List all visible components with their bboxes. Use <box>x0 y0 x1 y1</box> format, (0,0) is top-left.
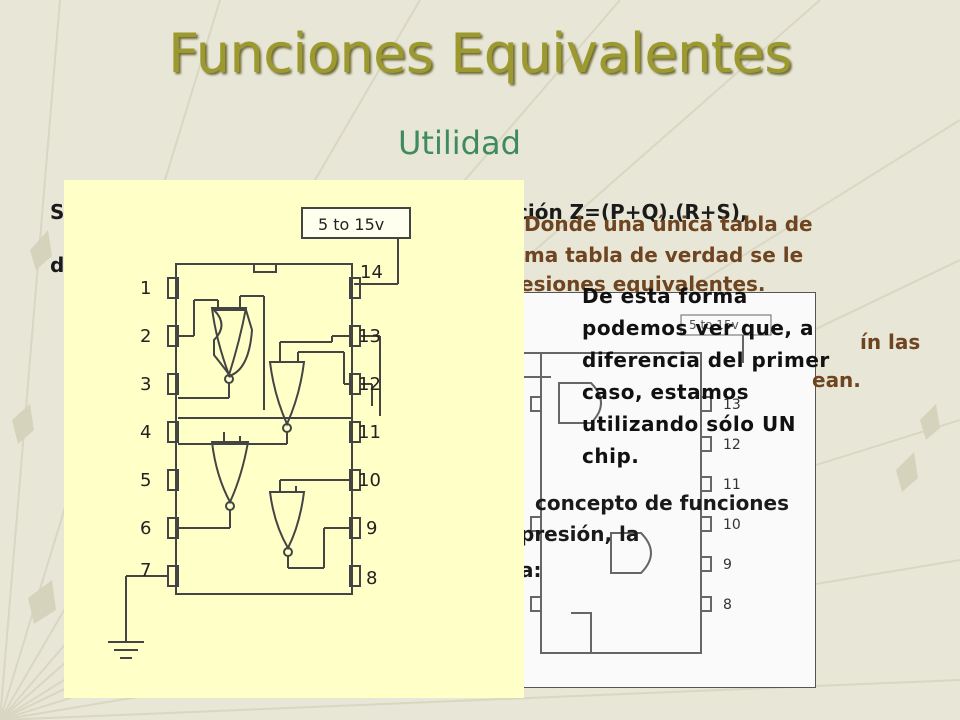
slide-subtitle: Utilidad <box>398 124 521 162</box>
body-text-line6: concepto de funciones <box>535 491 790 515</box>
back-pin-12: 12 <box>723 437 741 453</box>
slide-title: Funciones Equivalentes <box>168 22 792 85</box>
overlay-line: utilizando sólo UN <box>582 412 796 436</box>
back-pin-9: 9 <box>723 557 732 573</box>
body-text-line4-brown: ín las <box>860 330 921 354</box>
pin-label-10: 10 <box>358 470 381 491</box>
overlay-text-block: De esta forma podemos ver que, a diferen… <box>582 280 872 472</box>
pin-label-3: 3 <box>140 374 151 395</box>
back-pin-13: 13 <box>723 397 741 413</box>
pin-label-4: 4 <box>140 422 151 443</box>
pin-label-12: 12 <box>358 374 381 395</box>
body-text-line1-brown: Donde una única tabla de <box>524 212 813 236</box>
body-text-line5-brown: ean. <box>812 368 861 392</box>
front-circuit-diagram: 5 to 15v 1 2 3 4 5 6 7 14 13 12 11 10 9 … <box>108 207 411 659</box>
overlay-line: De esta forma <box>582 284 748 308</box>
overlay-line: chip. <box>582 444 640 468</box>
front-supply-label: 5 to 15v <box>318 215 384 234</box>
body-text-line2-left: d <box>50 253 65 277</box>
pin-label-11: 11 <box>358 422 381 443</box>
pin-label-9: 9 <box>366 518 377 539</box>
body-text-line1-right: ción Z=(P+Q).(R+S), <box>516 200 748 224</box>
body-text-line8: a: <box>520 558 542 582</box>
back-supply-label: 5 to 15v <box>689 318 739 332</box>
pin-label-8: 8 <box>366 568 377 589</box>
overlay-line: caso, estamos <box>582 380 750 404</box>
pin-label-1: 1 <box>140 278 151 299</box>
body-text-line7: presión, la <box>520 522 640 546</box>
pin-label-6: 6 <box>140 518 151 539</box>
back-pin-11: 11 <box>723 477 741 493</box>
body-text-line1-left: S <box>50 200 65 224</box>
pin-label-5: 5 <box>140 470 151 491</box>
back-pin-8: 8 <box>723 597 732 613</box>
back-circuit-diagram: 5 to 15v 13 12 11 10 9 8 o <box>511 314 772 654</box>
pin-label-13: 13 <box>358 326 381 347</box>
body-text-line2-brown: sma tabla de verdad se le <box>512 243 804 267</box>
back-pin-10: 10 <box>723 517 741 533</box>
overlay-line: diferencia del primer <box>582 348 830 372</box>
pin-label-2: 2 <box>140 326 151 347</box>
pin-label-7: 7 <box>140 560 151 581</box>
front-circuit-figure: 5 to 15v 1 2 3 4 5 6 7 14 13 12 11 10 9 … <box>64 180 524 698</box>
pin-label-14: 14 <box>360 262 383 283</box>
overlay-line: podemos ver que, a <box>582 316 814 340</box>
